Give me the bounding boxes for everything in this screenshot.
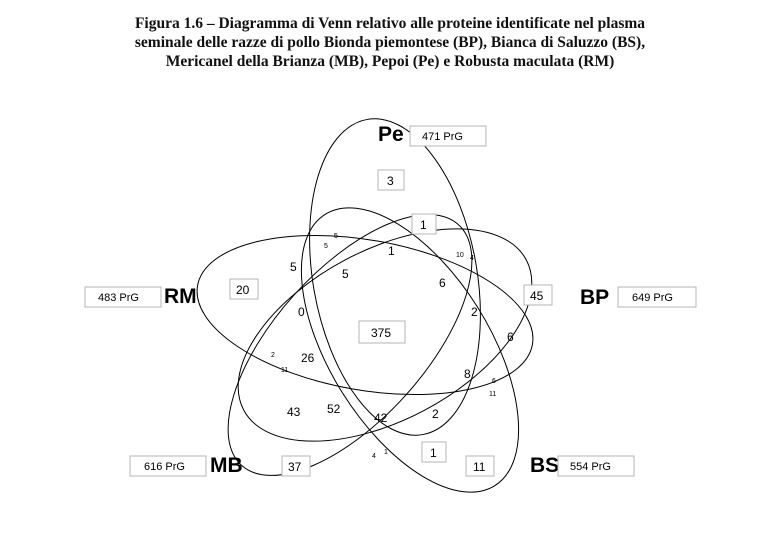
total-pe: 471 PrG <box>422 131 463 143</box>
set-label-rm: RM <box>164 285 197 308</box>
total-mb: 616 PrG <box>144 461 185 473</box>
total-bs: 554 PrG <box>570 461 611 473</box>
ellipse-pe <box>309 118 481 436</box>
region-bp-only: 45 <box>530 289 544 303</box>
region-s-10: 10 <box>456 252 464 259</box>
ellipse-rm <box>196 234 534 396</box>
region-r-42: 42 <box>374 411 388 425</box>
box-center <box>358 320 406 344</box>
set-label-bs: BS <box>530 454 559 477</box>
region-rm-only: 20 <box>236 283 250 297</box>
box-mb-only <box>281 455 311 477</box>
region-r-5a: 5 <box>290 260 297 274</box>
region-r-1c: 1 <box>430 446 437 460</box>
set-label-mb: MB <box>210 454 243 477</box>
region-r-26: 26 <box>301 351 315 365</box>
box-bs-only <box>465 455 495 477</box>
ellipse-bs <box>300 207 520 493</box>
box-rm-only <box>229 278 259 300</box>
total-box-rm <box>84 286 162 308</box>
region-r-0: 0 <box>298 305 305 319</box>
region-center: 375 <box>371 326 391 340</box>
region-r-5b: 5 <box>342 267 349 281</box>
region-r-1b: 1 <box>388 244 395 258</box>
region-r-43: 43 <box>287 405 301 419</box>
total-box-bs <box>557 455 635 477</box>
set-label-bp: BP <box>580 286 609 309</box>
region-r-8: 8 <box>464 367 471 381</box>
caption-line-2: seminale delle razze di pollo Bionda pie… <box>134 34 646 51</box>
caption-line-1: Figura 1.6 – Diagramma di Venn relativo … <box>134 15 646 32</box>
region-s-5b: 5 <box>324 243 328 250</box>
region-s-4a: 4 <box>470 255 474 262</box>
region-s-5a: 5 <box>334 233 338 240</box>
ellipse-mb <box>227 214 473 476</box>
total-rm: 483 PrG <box>98 292 139 304</box>
box-pe-only <box>377 169 405 191</box>
region-pe-only: 3 <box>387 174 394 188</box>
region-s-4b: 4 <box>372 453 376 460</box>
region-s-11b: 11 <box>489 391 496 398</box>
figure-caption: Figura 1.6 – Diagramma di Venn relativo … <box>40 14 740 71</box>
region-mb-only: 37 <box>288 460 302 474</box>
total-box-pe <box>409 125 487 147</box>
region-r-1a: 1 <box>420 218 427 232</box>
total-box-bp <box>617 286 697 308</box>
region-r-52: 52 <box>327 402 341 416</box>
caption-line-3: Mericanel della Brianza (MB), Pepoi (Pe)… <box>165 53 615 70</box>
box-r-1c <box>421 441 447 463</box>
ellipse-bp <box>237 228 533 442</box>
box-bp-only <box>523 284 553 306</box>
region-s-2: 2 <box>271 352 275 359</box>
region-r-2a: 2 <box>471 305 478 319</box>
total-box-mb <box>129 455 207 477</box>
set-label-pe: Pe <box>378 123 404 146</box>
region-r-6a: 6 <box>439 276 446 290</box>
box-r-1a <box>411 213 437 235</box>
region-s-6: 6 <box>492 378 496 385</box>
region-s-11a: 11 <box>281 367 288 374</box>
region-r-2b: 2 <box>432 407 439 421</box>
region-bs-only: 11 <box>473 460 486 474</box>
total-bp: 649 PrG <box>632 292 673 304</box>
region-s-1: 1 <box>384 449 388 456</box>
region-r-6b: 6 <box>507 330 514 344</box>
